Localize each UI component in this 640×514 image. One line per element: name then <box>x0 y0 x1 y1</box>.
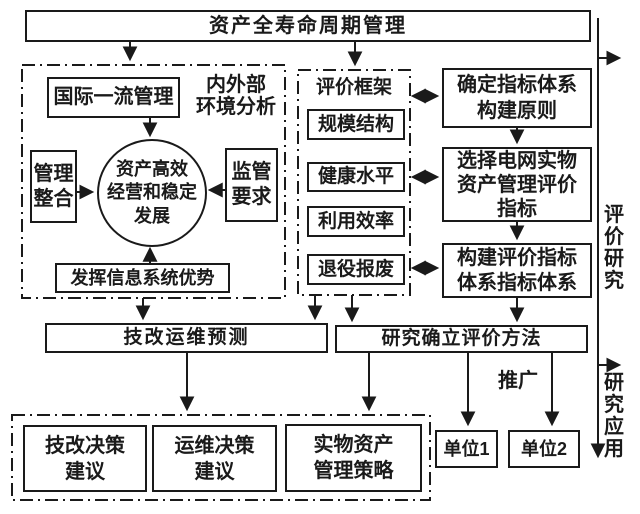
decision-group-frame <box>11 414 431 501</box>
framework-group-label: 评价框架 <box>315 77 392 99</box>
node-asset-strategy: 实物资产 管理策略 <box>285 424 422 492</box>
framework-group-frame <box>297 69 411 296</box>
node-management-integration: 管理 整合 <box>30 150 77 223</box>
side-label-application: 研 究 应 用 <box>604 372 624 460</box>
node-intl-management: 国际一流管理 <box>47 77 180 118</box>
env-group-frame <box>21 64 286 299</box>
node-tech-decision: 技改决策 建议 <box>23 425 147 492</box>
node-info-system-advantage: 发挥信息系统优势 <box>55 263 230 293</box>
node-utilization-efficiency: 利用效率 <box>307 206 405 237</box>
node-regulation-requirements: 监管 要求 <box>225 148 278 222</box>
node-retirement-scrap: 退役报废 <box>307 254 405 285</box>
node-method: 研究确立评价方法 <box>335 325 588 353</box>
env-group-label: 内外部 环境分析 <box>196 74 276 118</box>
node-title: 资产全寿命周期管理 <box>25 10 591 42</box>
node-goal-circle: 资产高效 经营和稳定 发展 <box>97 139 207 247</box>
node-health-level: 健康水平 <box>307 162 405 192</box>
promotion-label: 推广 <box>498 369 538 392</box>
node-ops-decision: 运维决策 建议 <box>152 425 277 492</box>
node-index-principles: 确定指标体系 构建原则 <box>442 68 592 128</box>
node-unit-1: 单位1 <box>435 430 498 468</box>
node-scale-structure: 规模结构 <box>307 109 405 140</box>
node-build-index-system: 构建评价指标 体系指标体系 <box>442 243 592 298</box>
side-label-research: 评 价 研 究 <box>604 204 624 292</box>
node-unit-2: 单位2 <box>508 430 580 468</box>
node-forecast: 技改运维预测 <box>45 323 328 353</box>
node-select-indicators: 选择电网实物 资产管理评价 指标 <box>442 147 592 222</box>
